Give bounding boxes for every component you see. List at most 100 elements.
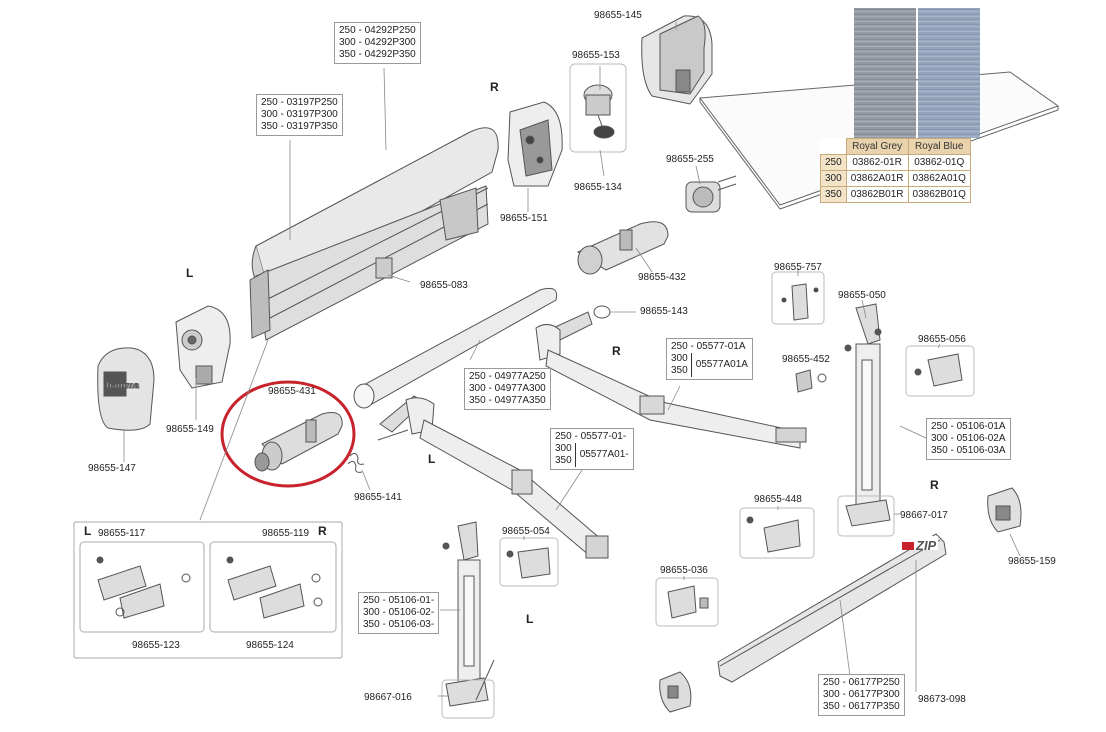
part-label: 98655-145 (594, 10, 642, 21)
code-line: 350 - 03197P350 (261, 121, 338, 132)
right-arm (535, 311, 807, 449)
right-leg-frame (837, 495, 895, 537)
part-label: 98655-757 (774, 262, 822, 273)
part-label: 98655-141 (354, 492, 402, 503)
code-line: 300 - 05106-02A (931, 433, 1006, 444)
part-label: 98655-123 (132, 640, 180, 651)
fabric-header-grey: Royal Grey (845, 138, 909, 155)
part-label: 98655-147 (88, 463, 136, 474)
fabric-code-blue: 03862A01Q (907, 170, 971, 187)
side-label: L (186, 266, 194, 280)
left-leg-frame (441, 679, 495, 719)
code-size: 350 (555, 455, 572, 466)
code-line: 05577A01- (579, 449, 629, 460)
code-line: 05577A01A (695, 359, 748, 370)
part-98655-036 (655, 577, 719, 627)
roller-tube (353, 287, 558, 409)
fabric-row: 300 03862A01R 03862A01Q (820, 170, 971, 187)
side-label: R (490, 80, 499, 94)
fabric-size: 250 (820, 154, 847, 171)
right-leg-codes: 250 - 05106-01A 300 - 05106-02A 350 - 05… (926, 418, 1011, 460)
right-end-bracket-98655-151 (507, 101, 563, 187)
fabric-code-grey: 03862-01R (845, 154, 909, 171)
code-line: 250 - 05106-01A (931, 421, 1006, 432)
part-label: 98655-054 (502, 526, 550, 537)
fabric-code-blue: 03862B01Q (907, 186, 971, 203)
part-label: 98655-056 (918, 334, 966, 345)
side-label: L (526, 612, 534, 626)
part-label: 98673-098 (918, 694, 966, 705)
end-cap-98655-145 (641, 15, 713, 105)
part-98655-153 (569, 63, 627, 153)
fabric-code-table: Royal Grey Royal Blue 250 03862-01R 0386… (820, 138, 971, 203)
part-label: 98655-153 (572, 50, 620, 61)
part-98655-056 (905, 345, 975, 397)
side-label: R (612, 344, 621, 358)
part-98655-452 (795, 369, 827, 393)
code-line: 350 - 06177P350 (823, 701, 900, 712)
left-leg-codes: 250 - 05106-01- 300 - 05106-02- 350 - 05… (358, 592, 440, 634)
part-98655-143 (593, 305, 611, 319)
code-line: 250 - 05106-01- (363, 595, 435, 606)
part-label: 98655-117 (98, 528, 146, 539)
left-arm-codes: 250 - 05577-01- 300 350 05577A01- (550, 428, 634, 470)
part-label: 98655-255 (666, 154, 714, 165)
leader-lines (123, 22, 1021, 697)
code-line: 250 - 05577-01A (671, 341, 746, 352)
fabric-size: 300 (820, 170, 847, 187)
part-label: 98667-016 (364, 692, 412, 703)
part-label: 98655-119 (262, 528, 310, 539)
code-line: 300 - 05106-02- (363, 607, 435, 618)
side-label: R (318, 524, 327, 538)
code-line: 250 - 05577-01- (555, 431, 627, 442)
code-line: 300 - 06177P300 (823, 689, 900, 700)
fabric-row: 350 03862B01R 03862B01Q (820, 186, 971, 203)
awning-case (249, 127, 499, 341)
swatch-royal-grey (854, 8, 916, 138)
code-size: 300 (671, 353, 688, 364)
top-cover-codes: 250 - 04292P250 300 - 04292P300 350 - 04… (334, 22, 421, 64)
bracket-box-frame (73, 521, 343, 659)
case-codes: 250 - 03197P250 300 - 03197P300 350 - 03… (256, 94, 343, 136)
fabric-header-blue: Royal Blue (907, 138, 971, 155)
code-line: 250 - 06177P250 (823, 677, 900, 688)
code-line: 250 - 04292P250 (339, 25, 416, 36)
code-size: 350 (671, 365, 688, 376)
part-98655-054 (499, 537, 559, 587)
left-end-cover-98655-147: fiamma (97, 347, 155, 431)
left-end-bracket-98655-149 (175, 305, 231, 389)
code-line: 300 - 04292P300 (339, 37, 416, 48)
code-line: 300 - 03197P300 (261, 109, 338, 120)
code-line: 350 - 05106-03- (363, 619, 435, 630)
code-size: 300 (555, 443, 572, 454)
right-arm-codes: 250 - 05577-01A 300 350 05577A01A (666, 338, 753, 380)
svg-text:fiamma: fiamma (106, 381, 139, 390)
part-98655-448 (739, 507, 815, 559)
part-label: 98655-432 (638, 272, 686, 283)
swatch-royal-blue (918, 8, 980, 138)
side-label: R (930, 478, 939, 492)
fabric-size: 350 (820, 186, 847, 203)
fabric-swatches (820, 8, 980, 138)
fabric-code-grey: 03862B01R (845, 186, 909, 203)
part-98655-255 (685, 175, 737, 213)
part-label: 98655-036 (660, 565, 708, 576)
front-bar (717, 533, 947, 683)
fabric-code-grey: 03862A01R (845, 170, 909, 187)
code-line: 300 - 04977A300 (469, 383, 546, 394)
code-line: 250 - 04977A250 (469, 371, 546, 382)
part-label: 98655-151 (500, 213, 548, 224)
part-98655-432 (576, 221, 669, 275)
part-label: 98655-124 (246, 640, 294, 651)
code-line: 350 - 04292P350 (339, 49, 416, 60)
part-98655-757 (771, 271, 825, 325)
left-arm (377, 395, 609, 559)
fabric-code-blue: 03862-01Q (907, 154, 971, 171)
front-bar-logo-mark (902, 542, 914, 550)
front-bar-end (659, 671, 692, 713)
part-label: 98655-149 (166, 424, 214, 435)
code-line: 350 - 04977A350 (469, 395, 546, 406)
roller-tube-codes: 250 - 04977A250 300 - 04977A300 350 - 04… (464, 368, 551, 410)
part-label: 98655-448 (754, 494, 802, 505)
